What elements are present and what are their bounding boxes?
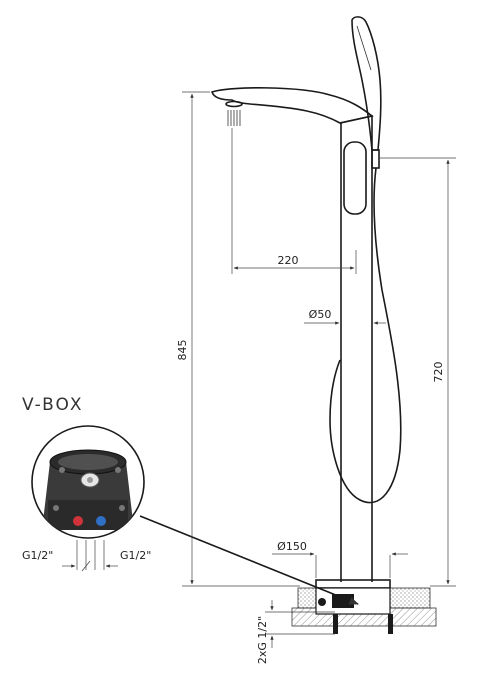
dim-column-diameter: Ø50 — [309, 308, 332, 321]
dim-shower-height: 720 — [432, 362, 445, 383]
dim-total-height: 845 — [176, 340, 189, 361]
dim-inlet-threads: 2xG 1/2" — [256, 616, 269, 664]
lever — [343, 141, 367, 215]
shower-holder — [371, 149, 380, 169]
leader-line — [139, 515, 359, 605]
faucet-body — [210, 16, 437, 634]
aerator — [225, 100, 243, 108]
base-plate — [315, 579, 391, 589]
valve-block — [332, 594, 354, 608]
cold-marker — [96, 516, 106, 526]
water-spray — [227, 110, 241, 126]
dim-spout-reach: 220 — [278, 254, 299, 267]
hand-shower — [351, 16, 382, 151]
vbox-detail — [31, 425, 359, 605]
dimension-lines — [62, 91, 456, 648]
hot-marker — [73, 516, 83, 526]
shower-hose — [329, 167, 402, 504]
valve-knob — [318, 598, 326, 606]
dim-base-diameter: Ø150 — [277, 540, 307, 553]
inlet-pipe-left — [333, 614, 338, 634]
spout — [210, 87, 374, 124]
dim-thread-right: G1/2" — [120, 549, 151, 562]
dim-thread-left: G1/2" — [22, 549, 53, 562]
vbox-title: V-BOX — [22, 395, 83, 415]
inlet-pipe-right — [388, 614, 393, 634]
